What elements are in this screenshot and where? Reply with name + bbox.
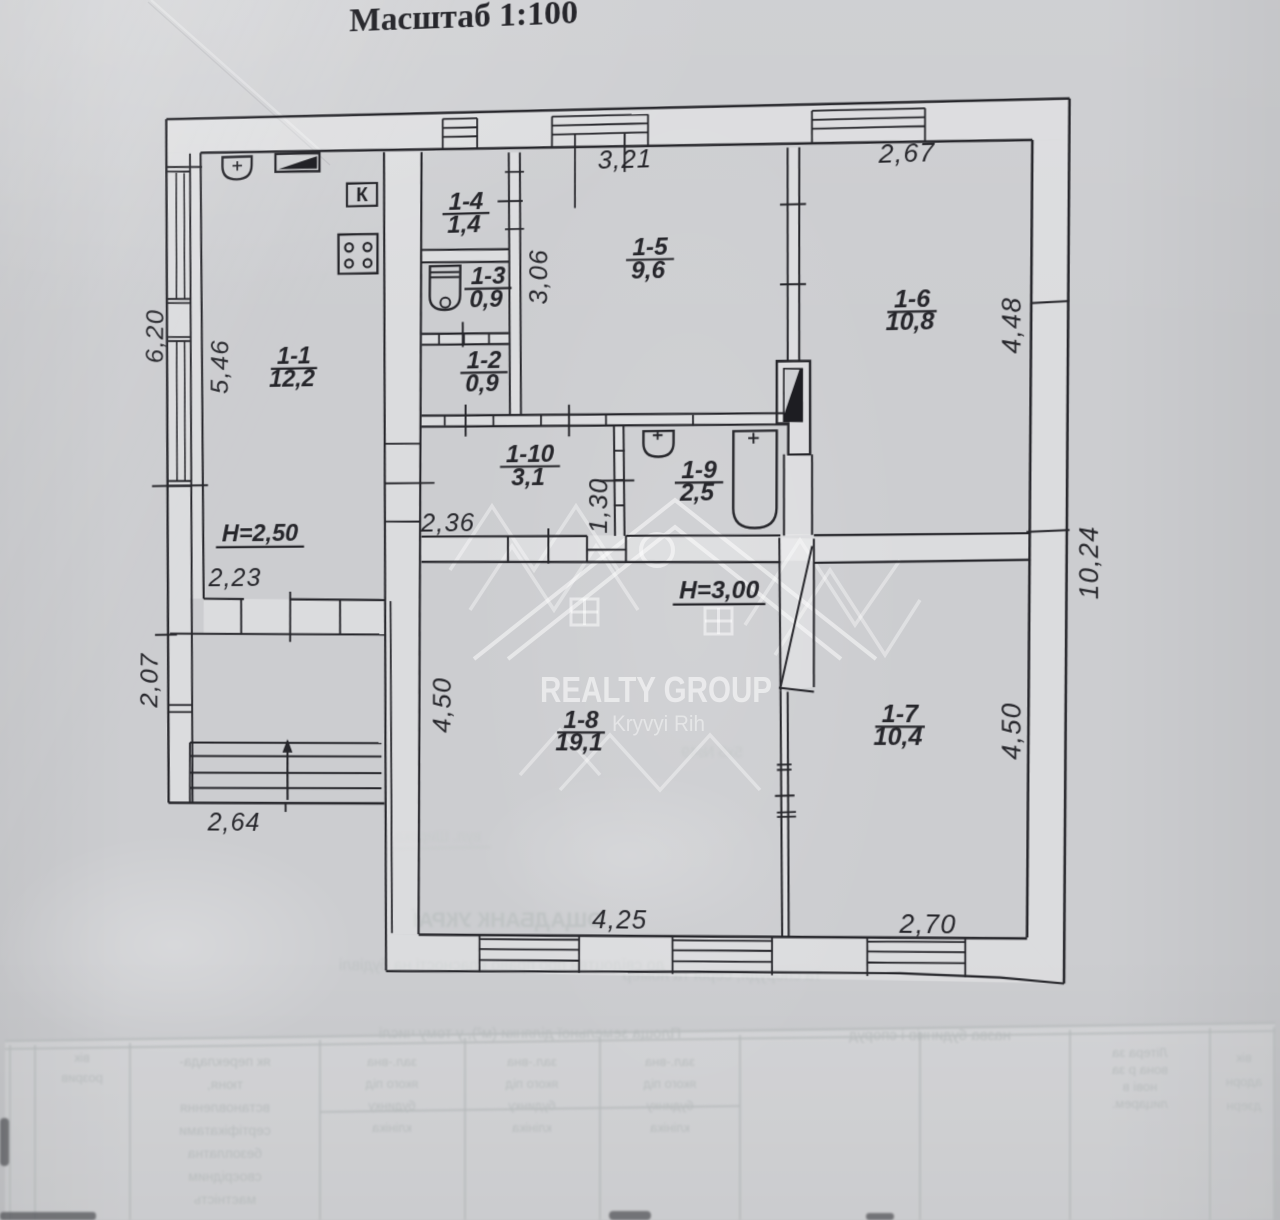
svg-text:2,67: 2,67 — [878, 139, 936, 170]
svg-text:1-2: 1-2 — [467, 345, 502, 373]
svg-text:4,50: 4,50 — [997, 702, 1027, 760]
svg-text:як переклада-: як переклада- — [179, 1053, 271, 1069]
svg-text:0,9: 0,9 — [469, 284, 503, 312]
svg-text:будинку: будинку — [368, 1098, 416, 1113]
svg-text:2,36: 2,36 — [420, 508, 475, 537]
svg-text:адорн: адорн — [1226, 1074, 1262, 1089]
svg-text:1-9: 1-9 — [681, 455, 717, 483]
svg-text:1-5: 1-5 — [632, 232, 668, 261]
svg-text:встановлення: встановлення — [180, 1099, 270, 1115]
svg-text:своєрідним: своєрідним — [188, 1168, 261, 1184]
svg-text:1-3: 1-3 — [471, 261, 506, 289]
svg-text:19,1: 19,1 — [555, 728, 602, 756]
svg-text:2,70: 2,70 — [898, 910, 956, 940]
svg-text:12,2: 12,2 — [269, 365, 315, 393]
svg-text:зал.-вна: зал.-вна — [366, 1054, 417, 1069]
svg-text:4,48: 4,48 — [998, 296, 1027, 354]
svg-text:5,46: 5,46 — [207, 339, 235, 394]
svg-text:дзерн: дзерн — [1226, 1098, 1261, 1113]
svg-text:6,20: 6,20 — [142, 309, 169, 364]
svg-text:маєтність: маєтність — [194, 1191, 257, 1207]
svg-text:1-8: 1-8 — [563, 705, 598, 733]
svg-text:H=2,50: H=2,50 — [222, 519, 299, 547]
svg-text:розрив: розрив — [61, 1070, 103, 1085]
svg-text:якого під: якого під — [643, 1076, 696, 1091]
svg-text:10,24: 10,24 — [1075, 525, 1105, 599]
svg-text:H=3,00: H=3,00 — [679, 575, 759, 603]
svg-text:безоплатна: безоплатна — [188, 1145, 263, 1161]
svg-text:1,4: 1,4 — [447, 209, 480, 237]
svg-text:2,07: 2,07 — [136, 652, 164, 708]
svg-text:3,21: 3,21 — [598, 145, 653, 175]
svg-text:клініка: клініка — [511, 1120, 551, 1135]
svg-text:4,50: 4,50 — [429, 677, 457, 733]
svg-text:Масштаб 1:100: Масштаб 1:100 — [349, 0, 578, 39]
svg-text:якого під: якого під — [505, 1076, 558, 1091]
svg-text:Літера за: Літера за — [1111, 1045, 1167, 1060]
svg-text:1,30: 1,30 — [585, 477, 614, 533]
svg-text:К: К — [356, 184, 368, 206]
svg-text:5х5 №49: 5х5 №49 — [681, 744, 742, 761]
svg-text:3,06: 3,06 — [525, 249, 553, 305]
svg-text:зал.-вна: зал.-вна — [644, 1054, 695, 1069]
svg-text:зал.-вна: зал.-вна — [506, 1054, 557, 1069]
svg-text:Площа земельної ділянки (м²),: Площа земельної ділянки (м²), у тому чис… — [379, 1025, 681, 1042]
svg-text:3,1: 3,1 — [511, 462, 545, 490]
svg-text:вона р за: вона р за — [1111, 1062, 1168, 1077]
svg-text:сертіфікатами: сертіфікатами — [179, 1122, 271, 1138]
svg-text:2,64: 2,64 — [206, 809, 260, 838]
svg-text:2,5: 2,5 — [679, 478, 715, 506]
svg-text:назва будинків і споруд: назва будинків і споруд — [849, 1027, 1011, 1044]
svg-text:клініка: клініка — [371, 1120, 411, 1135]
svg-text:вул. Широка: вул. Широка — [394, 828, 481, 845]
svg-text:0,9: 0,9 — [465, 368, 499, 396]
svg-text:REALTY GROUP: REALTY GROUP — [540, 669, 772, 710]
svg-text:1-4: 1-4 — [449, 186, 484, 214]
svg-text:вік: вік — [1236, 1050, 1252, 1065]
svg-text:1-10: 1-10 — [506, 439, 554, 467]
svg-text:вік: вік — [74, 1050, 90, 1065]
svg-text:будинку: будинку — [646, 1098, 694, 1113]
svg-text:будинку: будинку — [508, 1098, 556, 1113]
svg-text:до свідоцтва про право власнос: до свідоцтва про право власності на буді… — [339, 957, 665, 974]
svg-text:Kryvyi Rih: Kryvyi Rih — [612, 711, 705, 736]
svg-text:тюня,: тюня, — [207, 1076, 243, 1092]
svg-text:клініка: клініка — [649, 1120, 689, 1135]
svg-text:ОЩАДБАНК УКРАЇ: ОЩАДБАНК УКРАЇ — [411, 909, 603, 932]
svg-text:10,8: 10,8 — [886, 307, 935, 336]
svg-text:10,4: 10,4 — [874, 722, 923, 750]
svg-text:якого під: якого під — [365, 1076, 418, 1091]
svg-text:9,6: 9,6 — [631, 255, 666, 283]
svg-text:1-6: 1-6 — [894, 284, 931, 313]
svg-text:лицарем.: лицарем. — [1112, 1096, 1169, 1111]
svg-text:1-1: 1-1 — [277, 342, 311, 370]
svg-text:та споруди, серія та номер: та споруди, серія та номер — [622, 967, 821, 984]
svg-text:1-7: 1-7 — [882, 699, 920, 727]
svg-text:4,25: 4,25 — [592, 906, 647, 936]
svg-text:нові в: нові в — [1123, 1079, 1158, 1094]
svg-text:2,23: 2,23 — [207, 564, 261, 593]
